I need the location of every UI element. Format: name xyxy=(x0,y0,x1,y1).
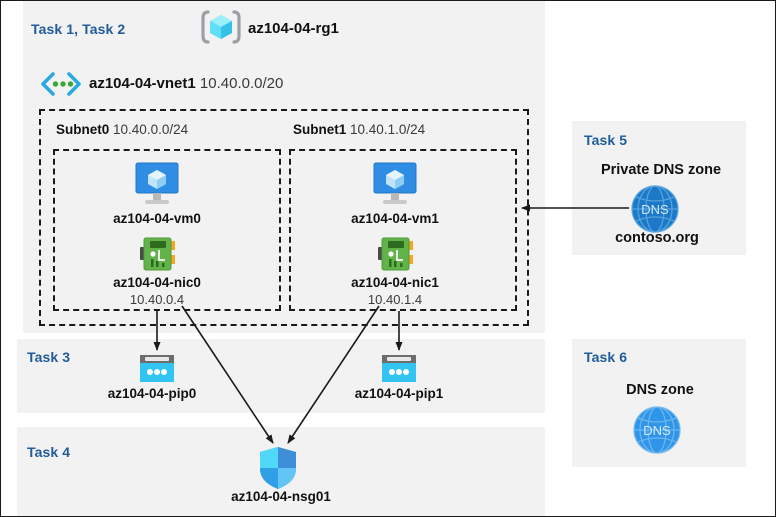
network-security-group-icon xyxy=(256,445,300,491)
task-label-5: Task 5 xyxy=(584,132,628,148)
dns-icon-text: DNS xyxy=(641,202,669,217)
subnet0-box xyxy=(53,149,281,311)
virtual-machine-icon xyxy=(368,161,422,207)
subnet1-title: Subnet1 10.40.1.0/24 xyxy=(293,122,425,137)
vnet-box xyxy=(39,109,529,326)
resource-group-name: az104-04-rg1 xyxy=(248,20,339,37)
subnet0-title: Subnet0 10.40.0.0/24 xyxy=(56,122,188,137)
subnet1-cidr: 10.40.1.0/24 xyxy=(350,122,426,137)
resource-group-icon xyxy=(201,9,241,45)
vnet-cidr: 10.40.0.0/20 xyxy=(199,75,284,92)
network-interface-icon xyxy=(137,235,177,273)
private-dns-zone-name: contoso.org xyxy=(615,230,699,246)
nsg-label: az104-04-nsg01 xyxy=(231,489,331,504)
nic0-ip: 10.40.0.4 xyxy=(129,292,185,307)
pip0-label: az104-04-pip0 xyxy=(107,386,197,401)
task-label-4: Task 4 xyxy=(27,444,71,460)
private-dns-zone-heading: Private DNS zone xyxy=(600,162,722,178)
virtual-machine-icon xyxy=(130,161,184,207)
subnet0-cidr: 10.40.0.0/24 xyxy=(113,122,189,137)
public-ip-address-icon xyxy=(137,353,177,385)
task3-panel xyxy=(17,339,545,413)
virtual-network-icon xyxy=(39,71,83,97)
dns-zone-icon: DNS xyxy=(632,405,682,455)
network-interface-icon xyxy=(375,235,415,273)
subnet1-name: Subnet1 xyxy=(293,122,347,137)
subnet0-name: Subnet0 xyxy=(56,122,110,137)
dns-icon-text: DNS xyxy=(643,423,671,438)
subnet1-box xyxy=(289,149,517,311)
vnet-name: az104-04-vnet1 10.40.0.0/20 xyxy=(89,75,283,92)
dns-zone-heading: DNS zone xyxy=(626,382,694,398)
task-label-6: Task 6 xyxy=(584,349,628,365)
nic0-label: az104-04-nic0 xyxy=(113,275,201,290)
pip1-label: az104-04-pip1 xyxy=(354,386,444,401)
public-ip-address-icon xyxy=(379,353,419,385)
resource-group-panel xyxy=(23,1,545,333)
nic1-ip: 10.40.1.4 xyxy=(367,292,423,307)
vm0-label: az104-04-vm0 xyxy=(113,211,201,226)
dns-zone-icon: DNS xyxy=(630,184,680,234)
nic1-label: az104-04-nic1 xyxy=(351,275,439,290)
task-label-1-2: Task 1, Task 2 xyxy=(31,21,126,37)
task-label-3: Task 3 xyxy=(27,349,71,365)
vm1-label: az104-04-vm1 xyxy=(351,211,439,226)
vnet-name-text: az104-04-vnet1 xyxy=(89,75,196,92)
